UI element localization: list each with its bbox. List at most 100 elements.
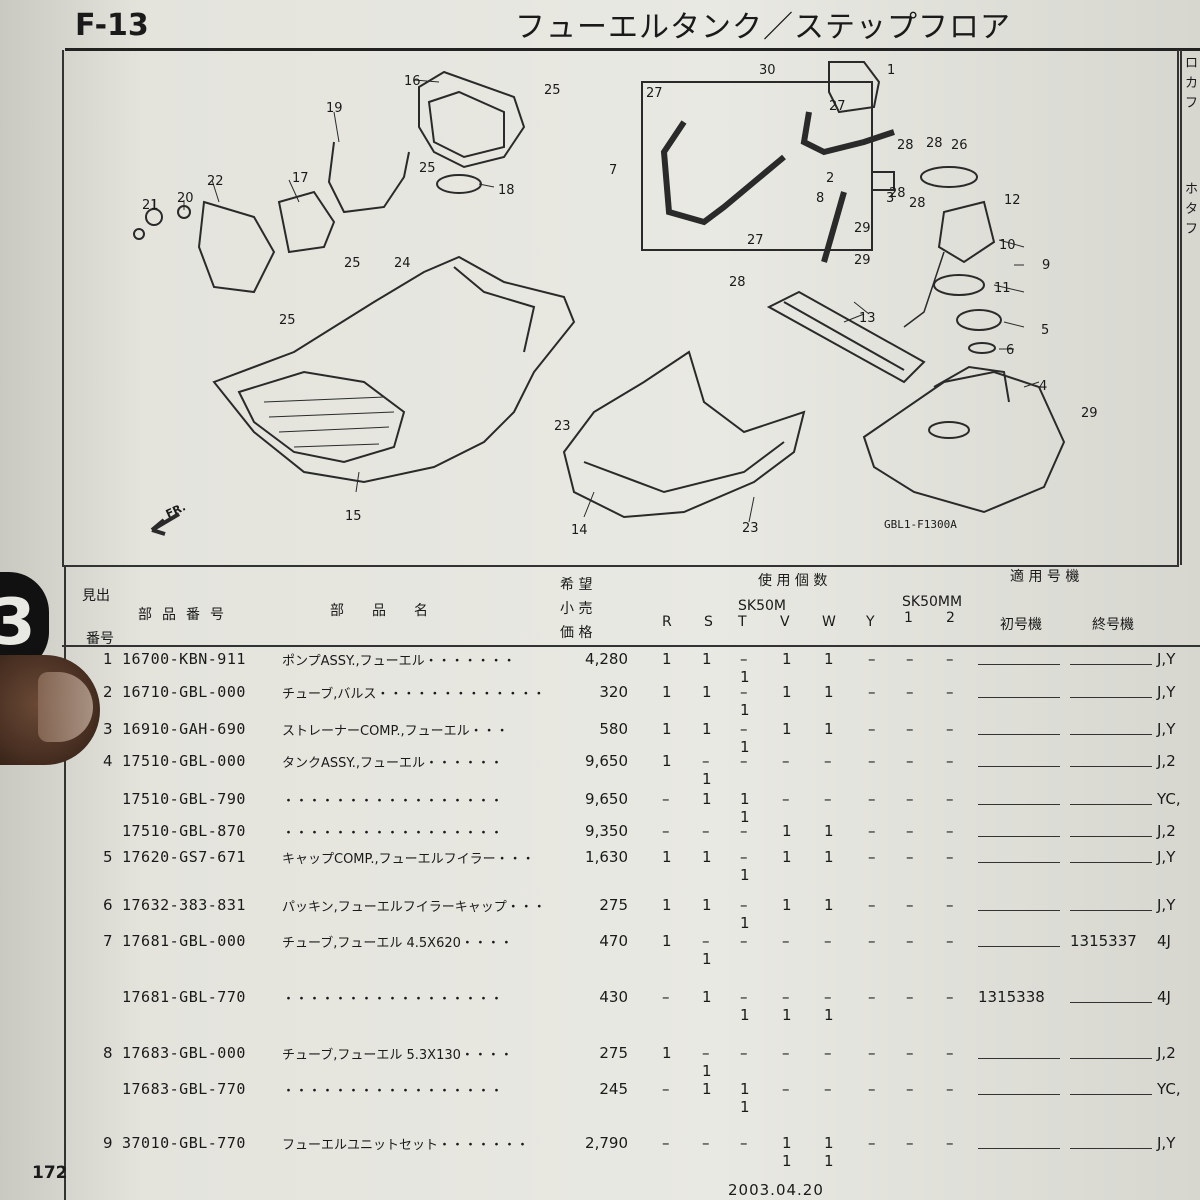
header-rule (65, 48, 1200, 51)
qty-cell: 1 (824, 650, 834, 668)
col-sk50mm: SK50MM (902, 594, 963, 610)
qty-cell: – (782, 932, 790, 950)
qty-cell: – (782, 1080, 790, 1098)
qty-cell: – (824, 1080, 832, 1098)
qty-cell: – (702, 752, 710, 770)
qty-cell: 1 (702, 1080, 712, 1098)
col-1: 1 (904, 610, 913, 626)
callout: 22 (207, 174, 224, 189)
col-first: 初号機 (1000, 617, 1042, 633)
qty-cell: – (906, 932, 914, 950)
callout: 24 (394, 256, 411, 271)
applicable-codes: J,Y (1157, 848, 1176, 866)
callout: 10 (999, 238, 1016, 253)
diagram-ref-code: GBL1-F1300A (884, 518, 957, 531)
qty-cell: 1 (782, 720, 792, 738)
callout: 6 (1006, 343, 1014, 358)
part-number: 16910-GAH-690 (122, 720, 246, 738)
price: 4,280 (585, 650, 628, 668)
part-name: ポンプASSY.,フューエル・・・・・・・ (282, 654, 516, 669)
last-dash (1070, 766, 1152, 767)
part-name: ・・・・・・・・・・・・・・・・・ (282, 826, 504, 841)
qty-cell: – (868, 1134, 876, 1152)
ref-no: 9 (103, 1134, 113, 1152)
qty-cell: – (906, 1044, 914, 1062)
callout: 4 (1039, 379, 1047, 394)
callout: 28 (909, 196, 926, 211)
callout: 28 (897, 138, 914, 153)
front-direction-label: FR. (164, 500, 188, 520)
qty-cell: – (702, 1134, 710, 1152)
callout: 28 (889, 186, 906, 201)
qty-cell: – (662, 1080, 670, 1098)
callout: 23 (742, 521, 759, 536)
fuel-tank-drawing (862, 370, 1066, 514)
qty-cell: – (702, 932, 710, 950)
qty-cell: – (906, 848, 914, 866)
qty-cell: – (868, 790, 876, 808)
qty-cell: – (906, 1134, 914, 1152)
callout: 15 (345, 509, 362, 524)
col-T: T (738, 614, 747, 630)
qty-cell: – (946, 790, 954, 808)
first-dash (978, 1148, 1060, 1149)
qty-cell: – (782, 988, 790, 1006)
qty-cell: – (946, 683, 954, 701)
part-number: 17632-383-831 (122, 896, 246, 914)
qty-cell: 1 (702, 950, 712, 968)
qty-cell: 1 (740, 808, 750, 826)
ref-no: 3 (103, 720, 113, 738)
qty-cell: – (782, 790, 790, 808)
qty-cell: 1 (824, 1134, 834, 1152)
qty-cell: – (868, 683, 876, 701)
qty-cell: – (740, 752, 748, 770)
last-dash (1070, 836, 1152, 837)
part-number: 17681-GBL-000 (122, 932, 246, 950)
applicable-codes: J,Y (1157, 1134, 1176, 1152)
qty-cell: 1 (824, 822, 834, 840)
qty-cell: – (868, 896, 876, 914)
qty-cell: – (662, 822, 670, 840)
qty-cell: 1 (824, 1152, 834, 1170)
qty-cell: – (906, 752, 914, 770)
callout: 18 (498, 183, 515, 198)
last-dash (1070, 1058, 1152, 1059)
qty-cell: – (740, 683, 748, 701)
applicable-codes: J,Y (1157, 683, 1176, 701)
callout: 16 (404, 74, 421, 89)
callout: 14 (571, 523, 588, 538)
qty-cell: 1 (782, 822, 792, 840)
qty-cell: – (868, 752, 876, 770)
callout: 29 (1081, 406, 1098, 421)
qty-cell: 1 (740, 701, 750, 719)
last-frame-no: 1315337 (1070, 932, 1137, 950)
qty-cell: 1 (824, 848, 834, 866)
qty-cell: 1 (740, 668, 750, 686)
qty-cell: 1 (662, 848, 672, 866)
qty-cell: 1 (740, 866, 750, 884)
qty-cell: – (824, 752, 832, 770)
qty-cell: 1 (702, 650, 712, 668)
qty-cell: – (906, 988, 914, 1006)
qty-cell: – (868, 848, 876, 866)
applicable-codes: YC, (1157, 1080, 1181, 1098)
col-V: V (780, 614, 790, 630)
col-ref-no-bottom: 番号 (86, 631, 114, 647)
last-dash (1070, 697, 1152, 698)
qty-cell: – (740, 988, 748, 1006)
part-name: ・・・・・・・・・・・・・・・・・ (282, 1084, 504, 1099)
part-number: 17683-GBL-000 (122, 1044, 246, 1062)
first-dash (978, 697, 1060, 698)
qty-cell: – (906, 1080, 914, 1098)
applicable-codes: 4J (1157, 988, 1171, 1006)
price: 9,350 (585, 822, 628, 840)
callout: 21 (142, 198, 159, 213)
qty-cell: – (868, 822, 876, 840)
qty-cell: 1 (702, 848, 712, 866)
applicable-codes: J,Y (1157, 650, 1176, 668)
price: 9,650 (585, 790, 628, 808)
